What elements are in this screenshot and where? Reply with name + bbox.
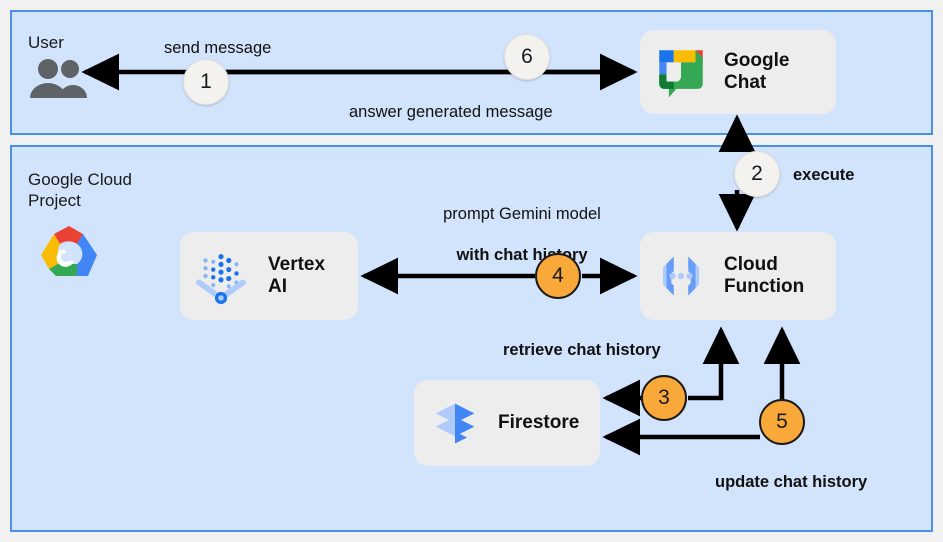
google-cloud-logo — [36, 222, 102, 278]
node-firestore[interactable]: Firestore — [414, 380, 600, 466]
cloud-function-icon — [652, 247, 710, 305]
node-vertex-ai-label: Vertex AI — [268, 254, 326, 297]
step-badge-4[interactable]: 4 — [535, 253, 581, 299]
node-firestore-label: Firestore — [498, 412, 580, 434]
label-prompt-gemini: prompt Gemini model with chat history — [422, 183, 622, 266]
panel-user-title: User — [28, 33, 64, 52]
label-update-chat-history: update chat history — [715, 473, 868, 491]
label-answer-generated-message: answer generated message — [349, 103, 553, 121]
node-google-chat[interactable]: Google Chat — [640, 30, 836, 114]
firestore-icon — [426, 394, 484, 452]
google-chat-icon — [652, 43, 710, 101]
step-badge-5[interactable]: 5 — [759, 399, 805, 445]
node-vertex-ai[interactable]: Vertex AI — [180, 232, 358, 320]
step-badge-3[interactable]: 3 — [641, 375, 687, 421]
step-badge-1[interactable]: 1 — [183, 59, 229, 105]
node-cloud-function-label: Cloud Function — [724, 254, 805, 297]
label-prompt-gemini-line1: prompt Gemini model — [443, 204, 601, 223]
vertex-ai-icon — [190, 245, 252, 307]
label-retrieve-chat-history: retrieve chat history — [503, 341, 661, 359]
panel-cloud: Google Cloud Project prompt Gemini model… — [10, 145, 933, 532]
step-badge-6[interactable]: 6 — [504, 34, 550, 80]
people-icon — [28, 58, 88, 100]
node-google-chat-label: Google Chat — [724, 50, 790, 93]
step-badge-2[interactable]: 2 — [734, 151, 780, 197]
node-cloud-function[interactable]: Cloud Function — [640, 232, 836, 320]
label-send-message: send message — [164, 39, 272, 57]
panel-cloud-title: Google Cloud Project — [28, 170, 132, 211]
label-execute: execute — [793, 166, 855, 184]
